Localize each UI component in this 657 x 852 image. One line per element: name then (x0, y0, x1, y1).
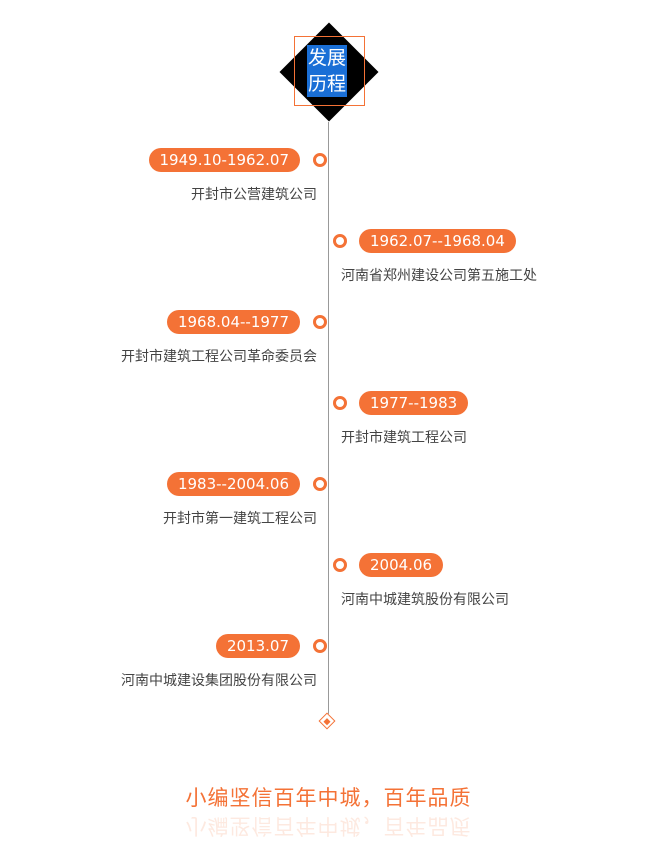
company-name: 河南中城建设集团股份有限公司 (121, 673, 317, 689)
company-name: 开封市建筑工程公司革命委员会 (121, 349, 317, 365)
title-line-1: 发展 (307, 45, 348, 71)
title-line-2: 历程 (307, 71, 348, 97)
period-badge: 1977--1983 (359, 391, 469, 415)
period-badge: 1968.04--1977 (166, 310, 300, 334)
timeline-dot (313, 315, 327, 329)
timeline-dot (333, 234, 347, 248)
slogan: 小编坚信百年中城，百年品质 (185, 786, 472, 810)
timeline-dot (313, 639, 327, 653)
timeline-dot (333, 558, 347, 572)
company-name: 开封市公营建筑公司 (191, 187, 317, 203)
company-name: 开封市第一建筑工程公司 (163, 511, 317, 527)
company-name: 河南中城建筑股份有限公司 (341, 592, 509, 608)
period-badge: 1949.10-1962.07 (148, 148, 300, 172)
period-badge: 2013.07 (215, 634, 300, 658)
timeline-dot (313, 477, 327, 491)
slogan-reflection: 小编坚信百年中城，百年品质 (185, 814, 472, 838)
timeline-dot (333, 396, 347, 410)
period-badge: 1962.07--1968.04 (359, 229, 516, 253)
timeline-end-diamond-icon (318, 712, 336, 730)
timeline-dot (313, 153, 327, 167)
timeline-axis (328, 122, 329, 714)
company-name: 河南省郑州建设公司第五施工处 (341, 268, 537, 284)
period-badge: 2004.06 (359, 553, 444, 577)
section-title: 发展 历程 (307, 45, 355, 97)
company-name: 开封市建筑工程公司 (341, 430, 467, 446)
period-badge: 1983--2004.06 (166, 472, 300, 496)
title-frame (294, 36, 365, 106)
